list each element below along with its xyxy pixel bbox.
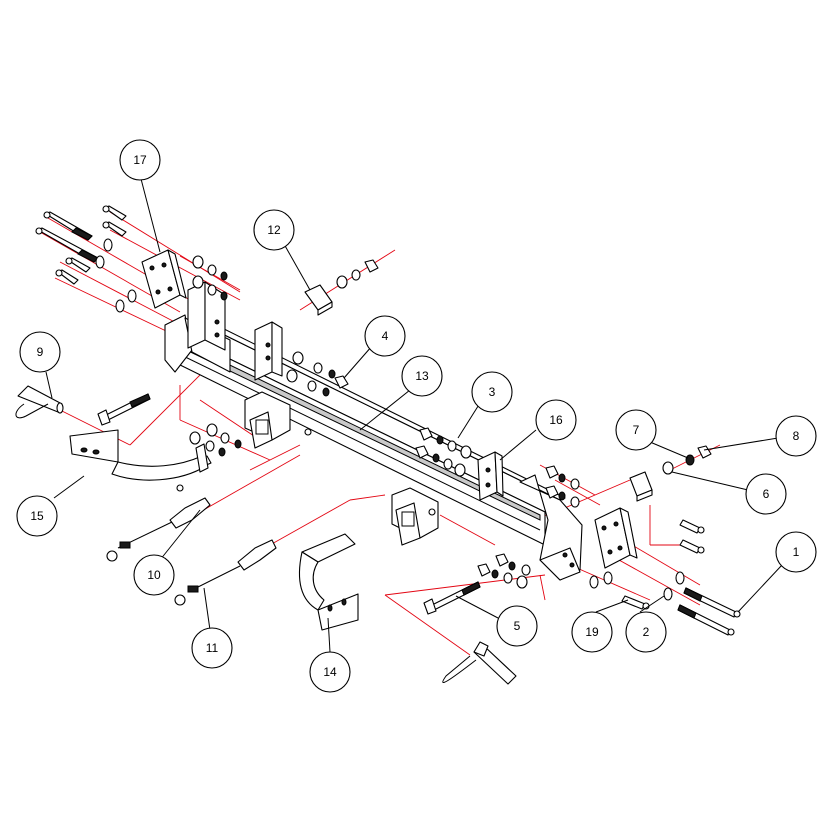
drawbar-arm-15 xyxy=(69,429,209,492)
balloon-6: 6 xyxy=(745,473,787,515)
balloon-label-6: 6 xyxy=(763,487,770,501)
clamp-plate-17 xyxy=(141,249,187,309)
balloon-label-14: 14 xyxy=(323,665,337,679)
balloon-19: 19 xyxy=(571,611,613,653)
left-short-bolts xyxy=(55,205,127,285)
balloon-2: 2 xyxy=(625,611,667,653)
leader-lines xyxy=(45,174,783,653)
balloon-14: 14 xyxy=(309,651,351,693)
balloon-label-3: 3 xyxy=(489,385,496,399)
balloon-label-2: 2 xyxy=(643,625,650,639)
right-short-bolts xyxy=(621,519,705,610)
balloon-17: 17 xyxy=(119,139,161,181)
balloon-3: 3 xyxy=(471,371,513,413)
balloon-1: 1 xyxy=(775,531,817,573)
balloon-7: 7 xyxy=(615,409,657,451)
receiver-tubes xyxy=(244,391,439,546)
hitch-pin-lower xyxy=(442,641,517,685)
left-mount-brackets xyxy=(187,281,283,381)
hitch-pin-9 xyxy=(15,385,64,419)
balloon-label-8: 8 xyxy=(793,429,800,443)
balloon-label-5: 5 xyxy=(514,619,521,633)
right-long-bolts-1 xyxy=(677,587,741,636)
right-nuts-washers-3 xyxy=(415,427,472,477)
balloon-15: 15 xyxy=(16,495,58,537)
safety-cable-11 xyxy=(174,539,277,606)
middle-nuts-washers-4 xyxy=(286,351,349,397)
left-long-bolts xyxy=(35,211,99,263)
balloon-label-4: 4 xyxy=(382,329,389,343)
balloon-8: 8 xyxy=(775,415,817,457)
right-mount-brackets xyxy=(477,451,583,581)
balloon-label-11: 11 xyxy=(206,641,219,655)
left-washers xyxy=(95,238,137,313)
balloon-label-15: 15 xyxy=(30,509,44,523)
right-washers-2 xyxy=(589,571,685,601)
balloon-5: 5 xyxy=(496,605,538,647)
balloon-label-9: 9 xyxy=(37,345,44,359)
left-upper-nuts-washers xyxy=(192,255,228,301)
balloon-label-13: 13 xyxy=(415,369,429,383)
callout-balloons: 17 12 4 9 13 3 16 7 8 6 15 1 10 5 19 2 1… xyxy=(16,139,817,693)
balloon-label-7: 7 xyxy=(633,423,640,437)
spacer-block-12 xyxy=(304,259,379,316)
balloon-label-19: 19 xyxy=(585,625,599,639)
clamp-plate-right xyxy=(594,507,638,569)
balloon-13: 13 xyxy=(401,355,443,397)
balloon-label-1: 1 xyxy=(793,545,800,559)
balloon-label-12: 12 xyxy=(267,223,281,237)
balloon-label-16: 16 xyxy=(549,413,563,427)
balloon-label-17: 17 xyxy=(133,153,147,167)
balloon-9: 9 xyxy=(19,331,61,373)
pivot-bolt-5 xyxy=(423,581,481,615)
pivot-bolt xyxy=(97,393,151,426)
right-upper-nuts-washers xyxy=(545,465,580,508)
lower-nuts-washers-5 xyxy=(477,553,531,589)
drawbar-arm-14 xyxy=(298,533,359,631)
balloon-11: 11 xyxy=(191,627,233,669)
safety-cable-10 xyxy=(106,497,211,562)
balloon-12: 12 xyxy=(253,209,295,251)
left-lower-nuts-washers xyxy=(189,423,242,467)
balloon-label-10: 10 xyxy=(147,568,161,582)
balloon-16: 16 xyxy=(535,399,577,441)
balloon-4: 4 xyxy=(364,315,406,357)
spacer-block-6 xyxy=(629,445,712,502)
balloon-10: 10 xyxy=(133,554,175,596)
